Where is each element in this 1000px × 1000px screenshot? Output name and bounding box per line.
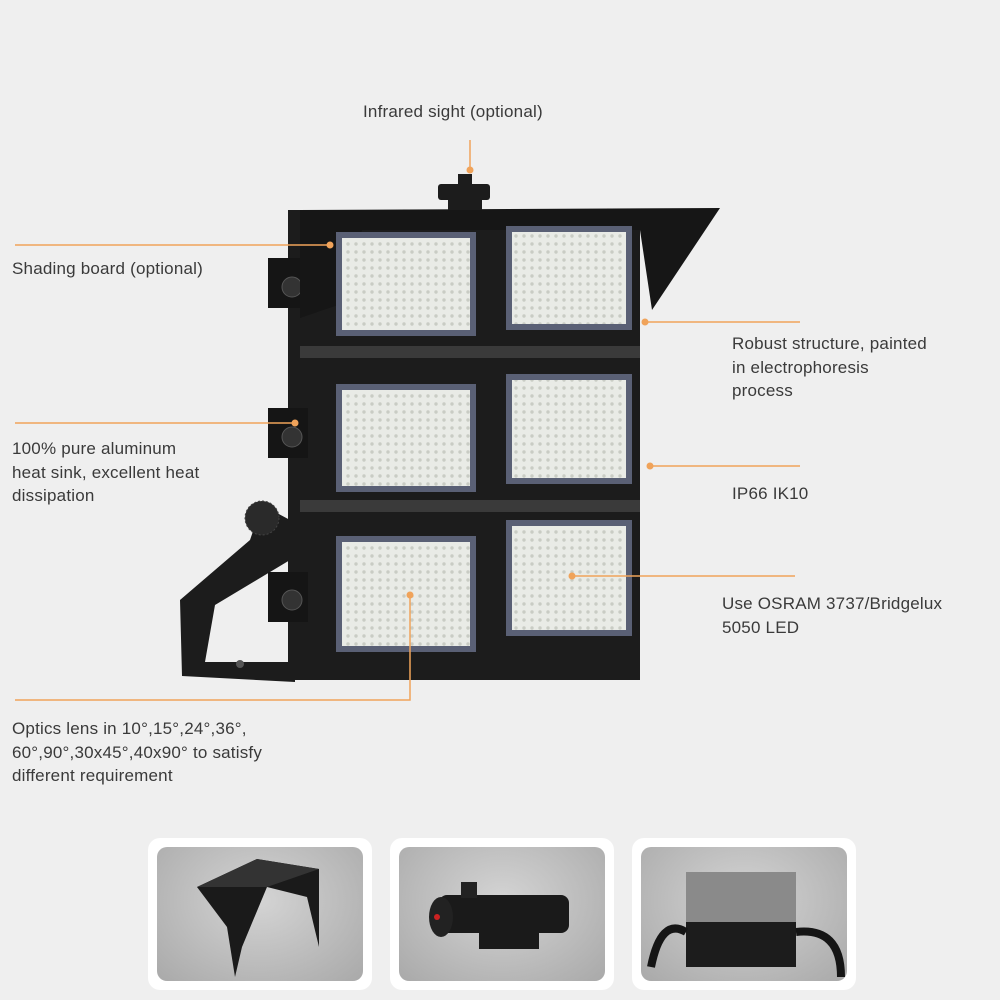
label-shading-board: Shading board (optional) xyxy=(12,259,203,278)
label-line: dissipation xyxy=(12,486,95,505)
label-optics-lens: Optics lens in 10°,15°,24°,36°, 60°,90°,… xyxy=(12,717,262,788)
accessory-card-shading-board xyxy=(148,838,372,990)
callout-dots xyxy=(291,166,654,599)
label-line: different requirement xyxy=(12,766,173,785)
mounting-bracket xyxy=(180,505,295,682)
label-line: Use OSRAM 3737/Bridgelux xyxy=(722,594,943,613)
label-line: heat sink, excellent heat xyxy=(12,462,200,482)
shading-board-photo xyxy=(197,859,319,977)
label-infrared-sight: Infrared sight (optional) xyxy=(363,102,543,121)
label-ip-rating: IP66 IK10 xyxy=(732,484,809,503)
label-line: in electrophoresis xyxy=(732,357,869,377)
infrared-sight-photo xyxy=(429,882,569,949)
accessory-card-driver-box xyxy=(632,838,856,990)
callout-lines xyxy=(15,140,800,701)
accessory-card-infrared-sight xyxy=(390,838,614,990)
label-line: 100% pure aluminum xyxy=(12,439,177,458)
label-line: 60°,90°,30x45°,40x90° to satisfy xyxy=(12,742,263,762)
led-panels xyxy=(336,226,632,652)
label-line: process xyxy=(732,381,793,400)
label-line: Optics lens in 10°,15°,24°,36°, xyxy=(12,719,247,738)
label-line: 5050 LED xyxy=(722,617,800,637)
label-led-source: Use OSRAM 3737/Bridgelux 5050 LED xyxy=(722,592,942,639)
infrared-sight xyxy=(438,174,490,210)
label-line: Robust structure, painted xyxy=(732,334,927,353)
label-robust-structure: Robust structure, painted in electrophor… xyxy=(732,332,927,403)
label-aluminum-heat-sink: 100% pure aluminum heat sink, excellent … xyxy=(12,437,199,508)
driver-box-photo xyxy=(647,872,845,978)
